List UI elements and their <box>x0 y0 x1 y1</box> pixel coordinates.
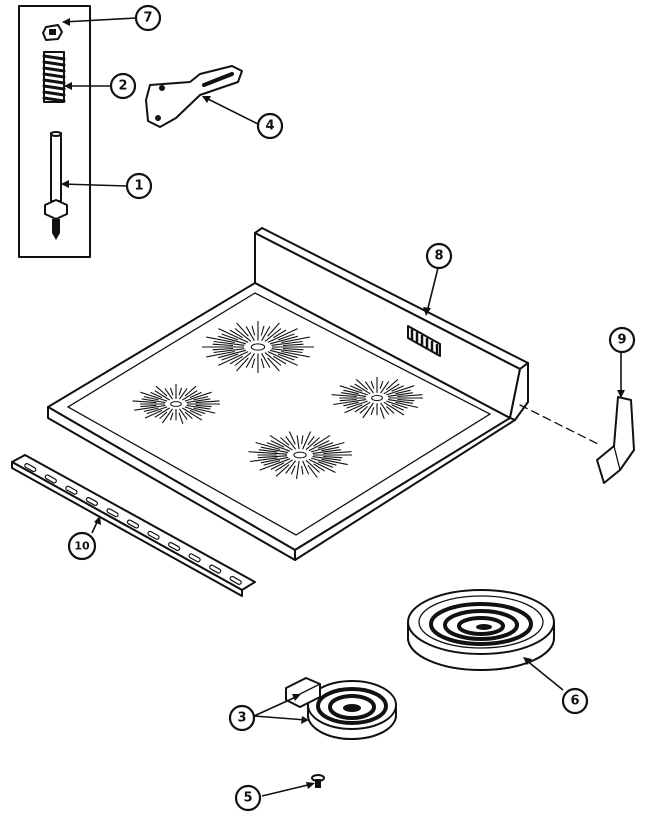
part-2-spring <box>42 51 66 103</box>
callout-4-label: 4 <box>265 119 274 134</box>
callout-8: 8 <box>425 242 453 270</box>
callout-5: 5 <box>234 784 262 812</box>
trim-strip-slot <box>147 530 160 540</box>
dashed-leader-line <box>519 404 601 446</box>
trim-strip-slot <box>168 541 181 552</box>
callout-9-label: 9 <box>617 333 626 348</box>
callout-1-label: 1 <box>134 179 143 194</box>
inset-frame <box>18 5 91 258</box>
callout-10-label: 10 <box>74 540 90 553</box>
part-4-bracket <box>145 65 243 128</box>
inset-box <box>18 5 91 258</box>
callout-7: 7 <box>134 4 162 32</box>
trim-strip-slot <box>106 508 119 518</box>
part-10-trim-strip <box>11 454 256 597</box>
callout-4: 4 <box>256 112 284 140</box>
callout-3: 3 <box>228 704 256 732</box>
callout-6: 6 <box>561 687 589 715</box>
trim-strip-slot <box>65 485 78 495</box>
callout-1: 1 <box>125 172 153 200</box>
part-5-screw <box>311 774 325 788</box>
callout-8-label: 8 <box>434 249 443 264</box>
cooktop-right-edge <box>294 417 516 561</box>
part-9-end-trim <box>596 396 635 484</box>
burner-mark-front-left <box>132 384 220 424</box>
cooktop-burner-marks <box>132 321 423 479</box>
callout-7-label: 7 <box>143 11 152 26</box>
part-3-small-element <box>285 677 397 740</box>
part-1-shaft <box>44 131 68 240</box>
part-8-cooktop <box>47 227 529 561</box>
cooktop-vent <box>407 325 441 357</box>
trim-strip-slot <box>24 463 37 473</box>
leader-lines <box>61 17 625 797</box>
cooktop-glass-outline <box>66 292 492 536</box>
callout-9: 9 <box>608 326 636 354</box>
trim-strip-slot <box>188 553 201 563</box>
part-6-large-element <box>407 589 555 671</box>
part-7-nut <box>42 24 63 41</box>
burner-mark-back-right <box>331 377 423 419</box>
callout-3-label: 3 <box>237 711 246 726</box>
trim-strip-slot <box>229 575 242 585</box>
trim-strip-slot <box>126 519 140 529</box>
callout-6-label: 6 <box>570 694 579 709</box>
callout-10: 10 <box>67 531 97 561</box>
callout-2-label: 2 <box>118 79 127 94</box>
burner-mark-back-left <box>202 321 314 373</box>
callout-5-label: 5 <box>243 791 252 806</box>
trim-strip-slot <box>44 474 57 484</box>
burner-mark-front-right <box>248 431 352 479</box>
trim-strip-slot <box>209 564 222 574</box>
trim-strip-slot <box>85 496 98 507</box>
callout-2: 2 <box>109 72 137 100</box>
cooktop-end-cap <box>509 362 529 421</box>
trim-strip-slots <box>24 463 242 585</box>
